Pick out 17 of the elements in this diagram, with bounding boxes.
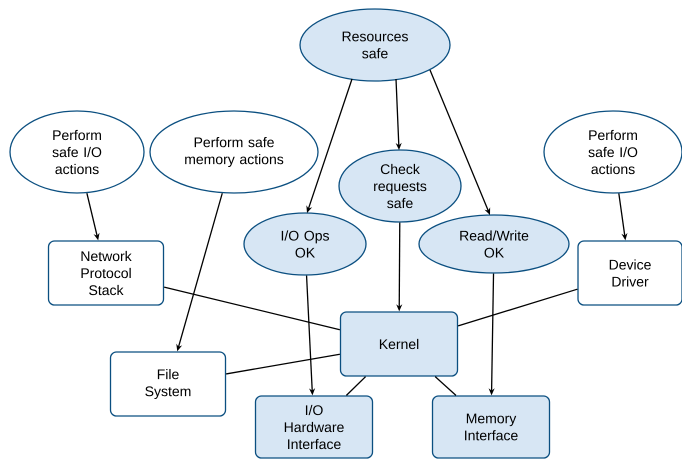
ellipse-node: Perform safe I/O actions xyxy=(9,110,145,194)
component-box: Network Protocol Stack xyxy=(48,240,164,306)
component-box: I/O Hardware Interface xyxy=(254,395,374,459)
component-box: Memory Interface xyxy=(432,395,550,459)
connector-line xyxy=(346,376,366,396)
component-box: File System xyxy=(110,351,226,417)
ellipse-node: Perform safe memory actions xyxy=(149,110,319,194)
connector-line xyxy=(458,288,578,326)
ellipse-node: I/O Ops OK xyxy=(243,212,367,276)
ellipse-node: Check requests safe xyxy=(338,149,462,223)
connector-line xyxy=(164,286,340,330)
connector-line xyxy=(226,354,340,375)
component-box: Device Driver xyxy=(577,240,682,306)
ellipse-node: Read/Write OK xyxy=(418,214,570,274)
connector-line xyxy=(434,376,456,396)
component-box: Kernel xyxy=(340,311,458,377)
ellipse-node: Resources safe xyxy=(299,8,451,82)
